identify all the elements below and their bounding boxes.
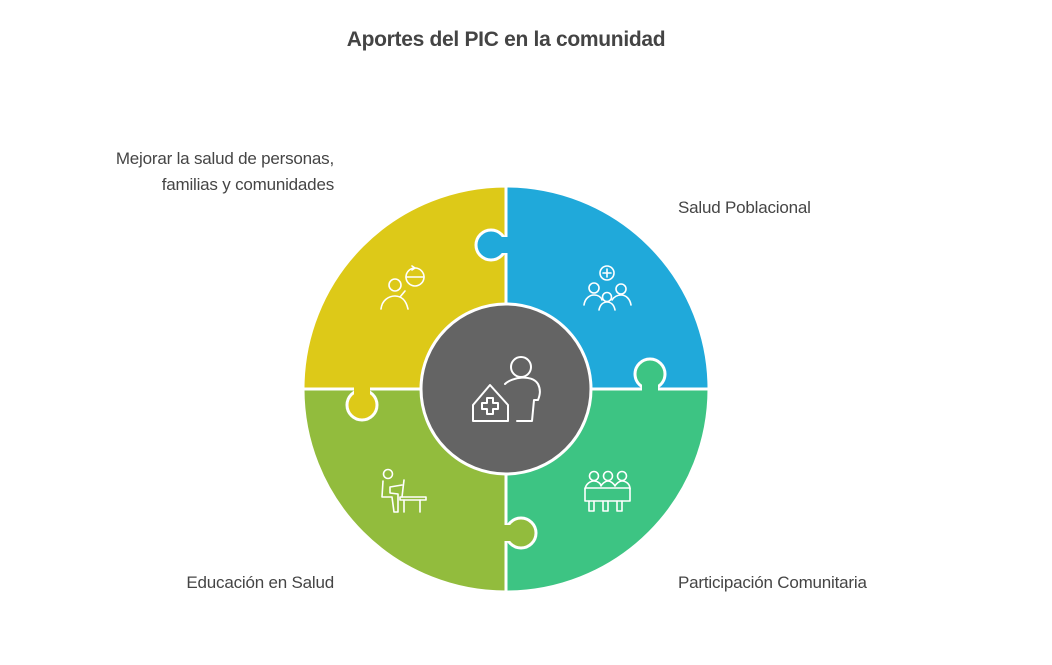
community-meeting-icon: [584, 470, 631, 512]
tab-neck-yellow: [354, 387, 370, 397]
label-mejorar-salud: Mejorar la salud de personas, familias y…: [116, 146, 334, 198]
group-health-icon: [583, 265, 632, 311]
label-line-1: Mejorar la salud de personas,: [115, 149, 334, 168]
student-desk-icon: [381, 468, 427, 513]
tab-neck-olive: [504, 525, 514, 541]
diagram-title: Aportes del PIC en la comunidad: [346, 28, 666, 51]
center-circle: [419, 302, 593, 476]
tab-neck-blue: [499, 237, 508, 253]
person-refresh-icon: [380, 265, 425, 310]
label-salud-poblacional: Salud Poblacional: [678, 198, 811, 217]
health-house-person-icon: [472, 356, 541, 422]
label-line-2: familias y comunidades: [161, 175, 334, 194]
tab-neck-green: [642, 382, 658, 391]
label-educacion-salud: Educación en Salud: [186, 573, 334, 592]
label-participacion-comunitaria: Participación Comunitaria: [678, 573, 867, 592]
